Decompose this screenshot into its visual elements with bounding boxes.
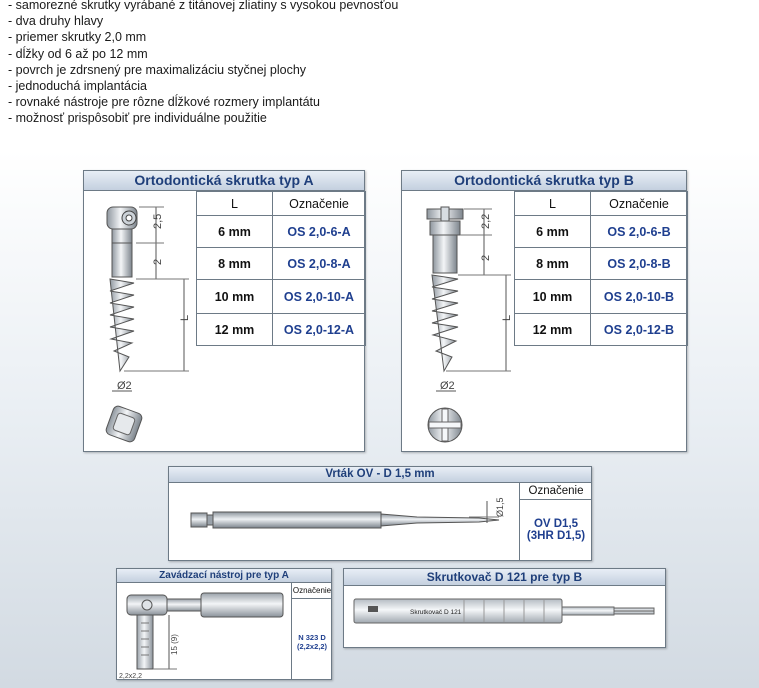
table-cell-length: 8 mm (514, 247, 591, 280)
screw-b-drawing: 2,2 2 L Ø2 (426, 206, 513, 443)
col-l-header: L (196, 191, 273, 216)
drill-title: Vrták OV - D 1,5 mm (169, 467, 591, 483)
table-cell-code: OS 2,0-10-A (272, 279, 366, 314)
dim-length-a: L (179, 315, 191, 321)
panel-a-title: Ortodontická skrutka typ A (84, 171, 364, 191)
screwdriver-drawing: Skrutkovač D 121 (353, 598, 655, 624)
table-cell-length: 10 mm (514, 279, 591, 314)
table-cell-code: OS 2,0-8-B (590, 247, 688, 280)
drill-code-line1: OV D1,5 (533, 518, 579, 530)
feature-item: - jednoduchá implantácia (8, 79, 147, 94)
panel-screwdriver: Skrutkovač D 121 pre typ B Skrutkovač D … (343, 568, 666, 648)
col-code-header: Označenie (590, 191, 688, 216)
panel-insert-tool: Zavádzací nástroj pre typ A 15 (9) 2,2x2… (116, 568, 332, 680)
dim-head-b: 2,2 (480, 214, 492, 229)
table-cell-code: OS 2,0-12-B (590, 313, 688, 346)
insert-code-box: Označenie N 323 D (2,2x2,2) (291, 583, 332, 680)
dim-diameter-b: Ø2 (440, 380, 455, 392)
col-code-header: Označenie (272, 191, 366, 216)
dim-head-a: 2,5 (152, 214, 164, 229)
table-cell-code: OS 2,0-8-A (272, 247, 366, 280)
drill-code-line2: (3HR D1,5) (526, 530, 586, 542)
screw-a-drawing: 2,5 2 L Ø2 (105, 206, 191, 443)
feature-item: - povrch je zdrsnený pre maximalizáciu s… (8, 62, 307, 77)
table-cell-code: OS 2,0-6-B (590, 215, 688, 248)
dim-insert-tip: 2,2x2,2 (119, 673, 142, 680)
feature-item: - dva druhy hlavy (8, 14, 104, 29)
panel-screw-type-a: Ortodontická skrutka typ A 2,5 2 L Ø2 (83, 170, 366, 452)
table-cell-length: 6 mm (196, 215, 273, 248)
screwdriver-handle-label: Skrutkovač D 121 (410, 609, 462, 616)
drill-drawing: Ø1,5 (190, 497, 505, 529)
feature-item: - možnosť prispôsobiť pre individuálne p… (8, 111, 267, 126)
dim-neck-a: 2 (152, 259, 164, 265)
drill-code-box: Označenie OV D1,5 (3HR D1,5) (519, 483, 592, 561)
screwdriver-title: Skrutkovač D 121 pre typ B (344, 569, 665, 586)
feature-item: - priemer skrutky 2,0 mm (8, 30, 147, 45)
insert-tool-title: Zavádzací nástroj pre typ A (117, 569, 331, 583)
table-cell-length: 10 mm (196, 279, 273, 314)
panel-b-title: Ortodontická skrutka typ B (402, 171, 686, 191)
insert-code-header: Označenie (292, 583, 332, 599)
feature-list: - samorezné skrutky vyrábané z titánovej… (8, 0, 398, 127)
insert-code-line1: N 323 D (298, 633, 326, 642)
table-cell-code: OS 2,0-10-B (590, 279, 688, 314)
feature-item: - samorezné skrutky vyrábané z titánovej… (8, 0, 399, 12)
dim-length-b: L (501, 315, 513, 321)
dim-neck-b: 2 (480, 255, 492, 261)
feature-item: - rovnaké nástroje pre rôzne dĺžkové roz… (8, 95, 320, 110)
col-l-header: L (514, 191, 591, 216)
feature-item: - dĺžky od 6 až po 12 mm (8, 46, 148, 61)
table-cell-code: OS 2,0-12-A (272, 313, 366, 346)
table-cell-length: 12 mm (514, 313, 591, 346)
table-cell-length: 8 mm (196, 247, 273, 280)
drill-code-header: Označenie (520, 483, 592, 500)
insert-tool-drawing: 15 (9) 2,2x2,2 (119, 592, 284, 680)
panel-drill: Vrták OV - D 1,5 mm Ø1,5 Označenie OV D1… (168, 466, 592, 561)
table-cell-length: 6 mm (514, 215, 591, 248)
dim-diameter-a: Ø2 (117, 380, 132, 392)
table-cell-code: OS 2,0-6-A (272, 215, 366, 248)
insert-code-line2: (2,2x2,2) (296, 642, 328, 651)
table-cell-length: 12 mm (196, 313, 273, 346)
dim-insert-length: 15 (9) (170, 634, 179, 655)
dim-drill: Ø1,5 (495, 497, 505, 517)
